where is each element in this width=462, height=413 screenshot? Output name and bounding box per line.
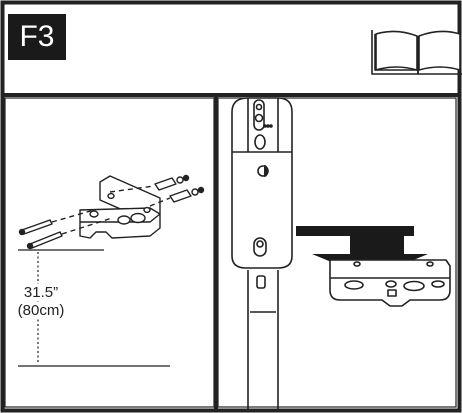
left-panel <box>4 97 215 408</box>
height-imperial-label: 31.5” <box>14 284 68 301</box>
open-book-icon <box>371 30 462 75</box>
vacuum-stick <box>231 97 293 411</box>
step-label: F3 <box>8 14 66 60</box>
right-panel <box>217 97 457 408</box>
wall-bracket <box>329 259 451 307</box>
height-metric-label: (80cm) <box>14 302 68 319</box>
wall-bracket-with-screws <box>18 174 205 250</box>
